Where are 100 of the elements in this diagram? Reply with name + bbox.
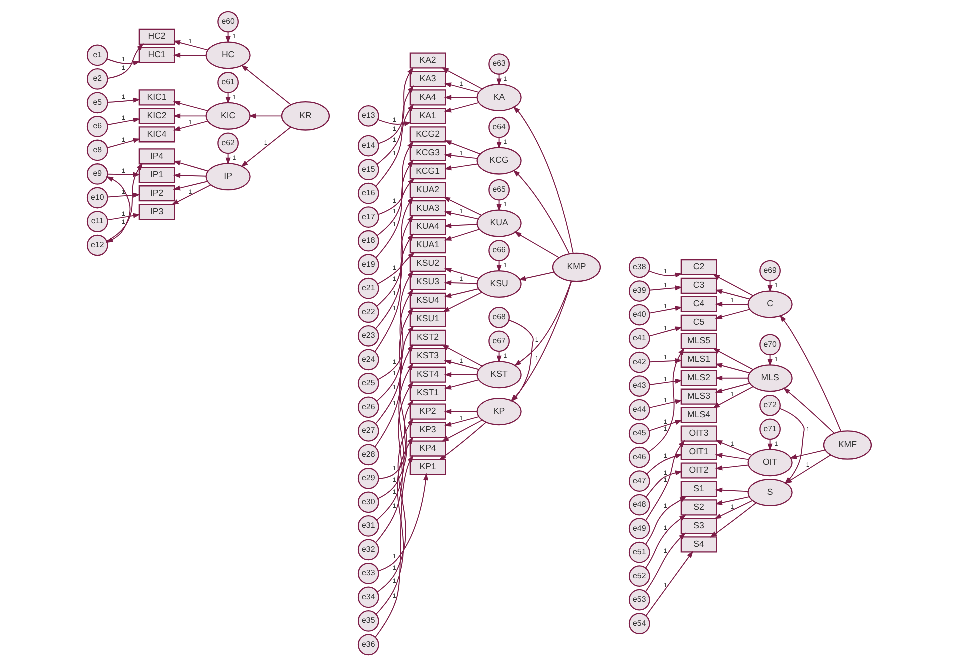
node-circle: e17 xyxy=(358,206,380,228)
node-box: C2 xyxy=(680,259,718,276)
node-box: KP3 xyxy=(410,422,446,438)
node-circle: e26 xyxy=(358,396,380,418)
node-circle: e21 xyxy=(358,278,380,300)
node-box: KUA3 xyxy=(410,200,446,217)
arrow xyxy=(513,106,574,254)
node-circle: e61 xyxy=(218,72,239,94)
node-circle: e10 xyxy=(86,187,108,209)
node-box: S4 xyxy=(680,536,718,553)
node-circle: e48 xyxy=(628,494,650,516)
arrow xyxy=(645,440,686,522)
node-circle: e30 xyxy=(358,492,380,514)
arrow xyxy=(442,68,483,90)
arrow xyxy=(715,309,750,320)
node-ellipse: KA xyxy=(476,84,522,112)
arrow xyxy=(107,98,141,103)
node-box: KSU1 xyxy=(410,311,446,328)
node-circle: e25 xyxy=(358,372,380,394)
arrow xyxy=(714,500,754,520)
arrow xyxy=(646,551,694,616)
node-circle: e13 xyxy=(358,105,380,127)
arrow xyxy=(444,164,478,171)
arrow xyxy=(715,440,752,456)
arrow xyxy=(710,502,757,538)
arrow xyxy=(649,400,683,408)
arrow xyxy=(444,409,478,414)
node-box: KUA4 xyxy=(410,218,446,236)
node-circle: e51 xyxy=(628,542,650,564)
arrow xyxy=(442,344,483,367)
node-box: S3 xyxy=(680,518,718,534)
arrow xyxy=(444,82,480,93)
arrow xyxy=(780,315,842,432)
arrow xyxy=(645,514,687,569)
node-box: KCG2 xyxy=(410,126,446,143)
node-box: KST1 xyxy=(410,385,446,402)
arrow xyxy=(496,137,502,150)
arrow xyxy=(378,119,412,126)
arrow xyxy=(173,173,207,178)
node-circle: e54 xyxy=(628,613,650,635)
node-box: IP4 xyxy=(138,148,176,165)
node-box: KA3 xyxy=(410,71,446,88)
arrow xyxy=(514,281,572,366)
node-circle: e49 xyxy=(628,518,650,540)
arrow xyxy=(444,280,478,286)
arrow xyxy=(444,288,480,298)
arrow xyxy=(715,302,749,307)
arrow xyxy=(173,114,207,119)
node-ellipse: KMP xyxy=(552,252,602,282)
node-circle: e32 xyxy=(358,539,380,561)
arrow xyxy=(649,286,683,291)
node-circle: e31 xyxy=(358,516,380,537)
node-circle: e2 xyxy=(86,68,108,90)
node-circle: e29 xyxy=(358,468,380,490)
node-circle: e12 xyxy=(86,234,108,256)
node-ellipse: MLS xyxy=(748,364,793,392)
node-circle: e42 xyxy=(628,352,650,374)
node-circle: e67 xyxy=(488,330,510,352)
node-circle: e52 xyxy=(628,566,650,588)
node-box: KSU2 xyxy=(410,256,446,272)
node-circle: e35 xyxy=(358,610,380,632)
node-box: KCG1 xyxy=(410,164,446,180)
arrow xyxy=(715,496,750,506)
node-circle: e44 xyxy=(628,399,650,421)
arrow xyxy=(106,58,141,66)
arrow xyxy=(715,289,750,300)
node-box: KIC2 xyxy=(138,108,176,124)
node-circle: e72 xyxy=(760,394,781,416)
node-circle: e64 xyxy=(488,116,510,138)
node-box: IP3 xyxy=(138,204,176,220)
arrow xyxy=(248,114,282,119)
node-circle: e60 xyxy=(218,11,239,33)
node-box: KP2 xyxy=(410,404,446,420)
arrow xyxy=(444,95,478,100)
node-box: KA2 xyxy=(410,52,446,69)
node-ellipse: OIT xyxy=(748,449,793,477)
node-box: C4 xyxy=(680,296,718,313)
node-box: KST4 xyxy=(410,366,446,383)
node-box: KIC1 xyxy=(138,90,176,106)
node-box: KA1 xyxy=(410,108,446,124)
arrow xyxy=(378,67,414,144)
arrow xyxy=(715,383,750,394)
arrow xyxy=(444,153,478,160)
arrow xyxy=(444,360,480,370)
node-ellipse: KCG xyxy=(476,147,522,175)
arrow xyxy=(443,197,482,216)
arrow xyxy=(768,439,773,452)
node-box: KST3 xyxy=(410,348,446,364)
arrow xyxy=(712,386,754,408)
node-circle: e9 xyxy=(86,164,108,185)
arrow xyxy=(376,436,414,615)
arrow xyxy=(241,64,292,106)
arrow xyxy=(226,32,231,44)
node-circle: e39 xyxy=(628,280,650,302)
node-circle: e46 xyxy=(628,446,650,468)
arrow xyxy=(444,416,480,427)
node-circle: e45 xyxy=(628,423,650,444)
arrow xyxy=(649,420,683,432)
node-box: C5 xyxy=(680,314,718,331)
arrow xyxy=(649,378,683,386)
